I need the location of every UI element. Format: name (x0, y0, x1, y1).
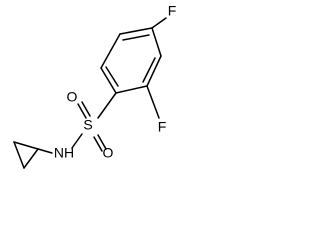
bond-s-n (71, 133, 83, 149)
atom-oxygen-left: O (67, 89, 78, 105)
cyclopropyl-bond-3 (23, 148, 39, 169)
ring-bond-4 (115, 85, 148, 94)
bond-s-o-left-a (77, 103, 87, 119)
ring-bond-1-inner (122, 34, 150, 41)
cyclopropyl-bond-2 (13, 141, 25, 169)
atom-f-ortho: F (158, 119, 167, 135)
molecule-structure: F F S O O NH (13, 3, 177, 169)
cyclopropyl-bond-1 (13, 141, 39, 150)
ring-bond-5 (100, 67, 117, 94)
ring-bond-6 (100, 33, 121, 69)
bond-n-cyclopropyl (37, 148, 53, 154)
bond-c-s (97, 92, 117, 119)
atom-nh: NH (54, 145, 74, 161)
atom-sulfur: S (83, 117, 92, 133)
bond-s-o-right-b (97, 134, 107, 150)
ring-bond-3-inner (142, 57, 156, 83)
bond-c-f-ortho (146, 85, 160, 119)
bond-s-o-right-a (93, 136, 103, 152)
atom-oxygen-right: O (103, 145, 114, 161)
ring-bond-3 (146, 55, 162, 87)
bond-s-o-left-b (81, 101, 91, 117)
bond-c-f-top (151, 17, 167, 29)
ring-bond-2 (151, 27, 162, 57)
ring-bond-1 (119, 27, 153, 35)
ring-bond-5-inner (105, 66, 119, 87)
structure-canvas: F F S O O NH (0, 0, 185, 205)
atom-f-top: F (168, 3, 177, 19)
